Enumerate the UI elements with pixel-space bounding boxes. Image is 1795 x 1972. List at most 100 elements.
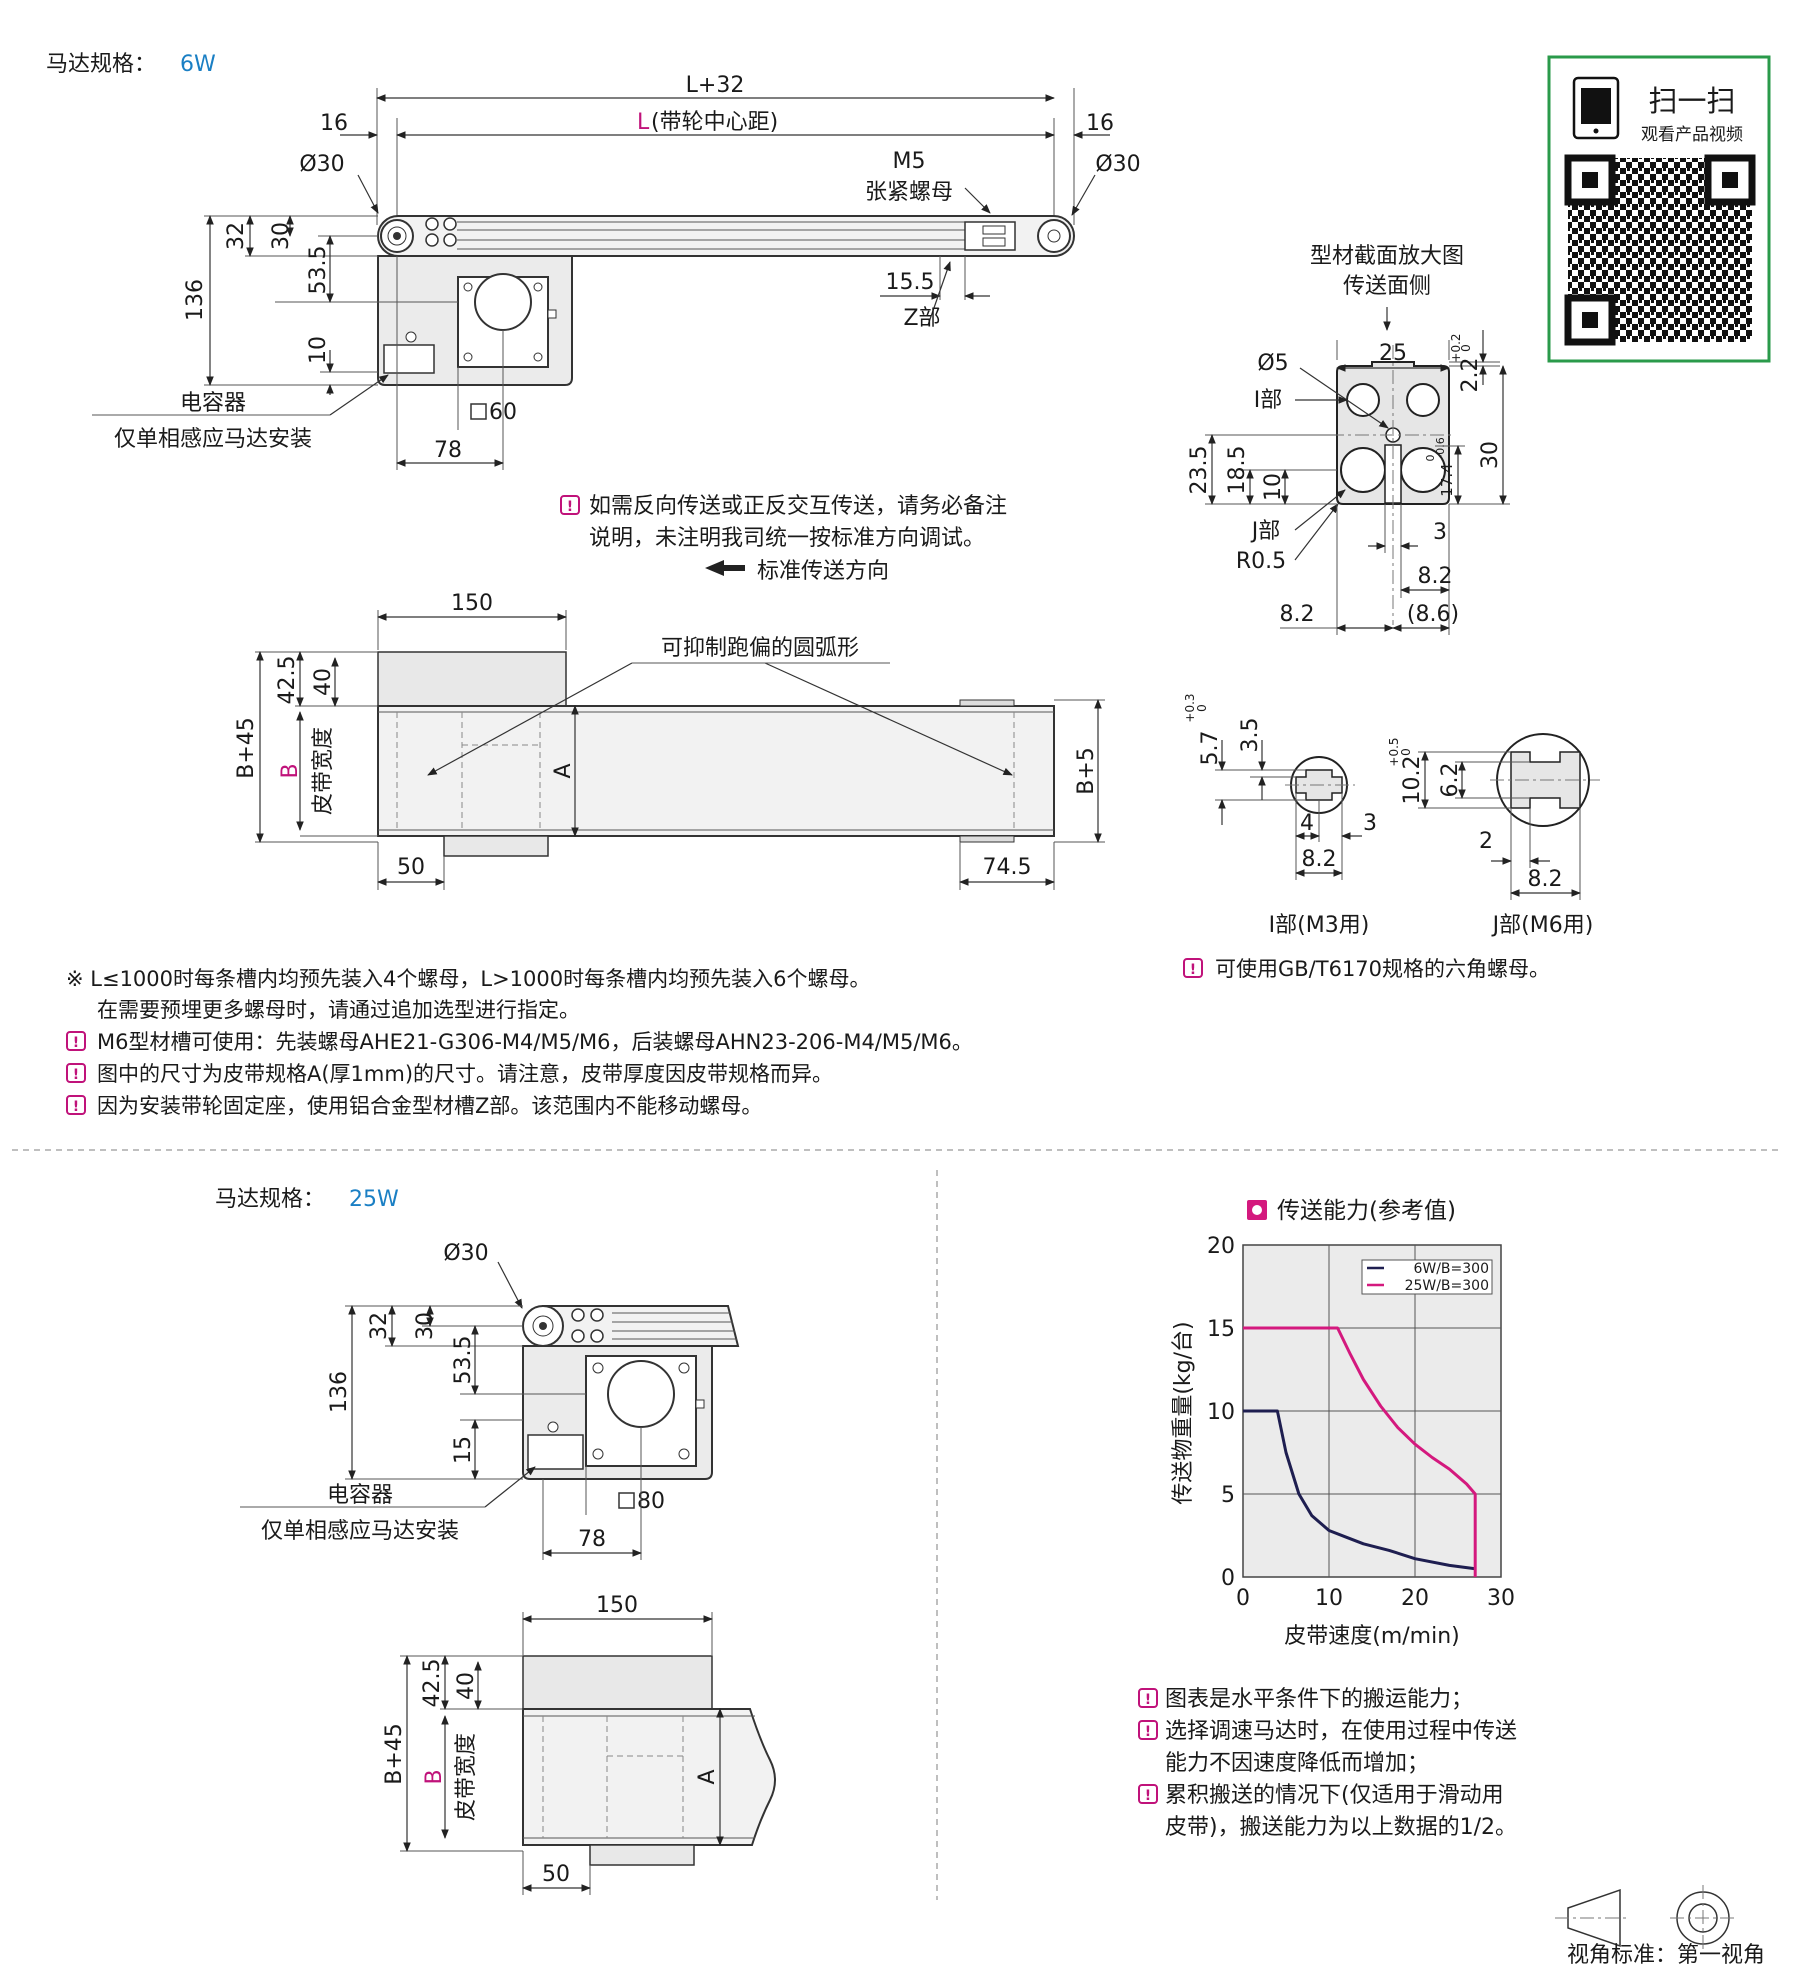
belt-width-6w: 皮带宽度 [311, 727, 336, 815]
legend-25w: 25W/B=300 [1405, 1278, 1489, 1294]
dim-74-5: 74.5 [983, 855, 1032, 880]
side-view-25w: Ø30 [240, 1241, 740, 1560]
j-slot [1340, 447, 1386, 493]
dim-30-25w: 30 [413, 1312, 438, 1340]
profile-note: 可使用GB/T6170规格的六角螺母。 [1215, 957, 1550, 981]
dia-30-right: Ø30 [1095, 152, 1140, 177]
dim-l-letter: L [637, 110, 650, 135]
j-dim-2: 2 [1479, 829, 1493, 854]
dim-30-6w: 30 [269, 222, 294, 250]
tension-nut-size: M5 [893, 149, 926, 174]
y-tick-label: 0 [1221, 1566, 1235, 1591]
dim-150-6w: 150 [451, 591, 493, 616]
note-4: 因为安装带轮固定座，使用铝合金型材槽Z部。该范围内不能移动螺母。 [97, 1094, 762, 1118]
top-view-25w: 150 B+45 42.5 40 B 皮带宽度 A [382, 1593, 776, 1895]
dim-42-5-25w: 42.5 [420, 1659, 445, 1708]
notes-6w: ※ L≤1000时每条槽内均预先装入4个螺母，L>1000时每条槽内均预先装入6… [66, 967, 973, 1118]
motor-square-60: 60 [489, 400, 517, 425]
note-1-line2: 在需要预埋更多螺母时，请通过追加选型进行指定。 [97, 998, 580, 1022]
square-symbol-80 [618, 1492, 635, 1509]
j-dim-10-2-sub: 0 [1399, 748, 1413, 756]
capacitor-note-25w: 仅单相感应马达安装 [261, 1519, 459, 1544]
i-dim-5-7-sup: +0.3 [1183, 693, 1197, 722]
y-tick-label: 15 [1207, 1317, 1235, 1342]
direction-note: ! 如需反向传送或正反交互传送，请务必备注 说明，未注明我司统一按标准方向调试。… [560, 494, 1007, 584]
cap-note-2-line1: 选择调速马达时，在使用过程中传送 [1165, 1719, 1517, 1744]
x-tick-label: 10 [1315, 1586, 1343, 1611]
top-view-6w: 150 可抑制跑偏的圆弧形 B+45 42.5 [234, 591, 1105, 890]
dim-53-5-25w: 53.5 [451, 1336, 476, 1385]
tension-nut-name: 张紧螺母 [865, 180, 953, 205]
dim-53-5-6w: 53.5 [306, 246, 331, 295]
dim-78-25w: 78 [578, 1527, 606, 1552]
motor-label-6w: 马达规格： [46, 52, 156, 77]
dia-30-25w: Ø30 [443, 1241, 488, 1266]
y-tick-label: 10 [1207, 1400, 1235, 1425]
belt-width-25w: 皮带宽度 [454, 1733, 479, 1821]
j-dim-8-2: 8.2 [1528, 867, 1563, 892]
motor-box-top [377, 651, 567, 707]
svg-text:!: ! [73, 1067, 79, 1083]
square-symbol-60 [470, 403, 487, 420]
note-2: M6型材槽可使用：先装螺母AHE21-G306-M4/M5/M6，后装螺母AHN… [97, 1030, 973, 1054]
qr-subtitle: 观看产品视频 [1641, 125, 1743, 145]
i-dim-3-5: 3.5 [1238, 718, 1263, 753]
dim-b-6w: B [278, 763, 303, 778]
conveyor-body-top [377, 705, 1055, 837]
grid [1243, 1245, 1501, 1577]
dia-30-left: Ø30 [299, 152, 344, 177]
i-dim-5-7-sub: 0 [1195, 704, 1209, 712]
dim-32-25w: 32 [367, 1312, 392, 1340]
z-part-label: Z部 [903, 306, 940, 331]
cap-note-1: 图表是水平条件下的搬运能力； [1165, 1687, 1473, 1712]
note-3: 图中的尺寸为皮带规格A(厚1mm)的尺寸。请注意，皮带厚度因皮带规格而异。 [97, 1062, 833, 1086]
svg-text:!: ! [1190, 962, 1196, 978]
note-1-line1: ※ L≤1000时每条槽内均预先装入4个螺母，L>1000时每条槽内均预先装入6… [66, 967, 870, 991]
qr-box: 扫一扫 观看产品视频 [1547, 55, 1771, 363]
motor-value-6w: 6W [180, 52, 216, 77]
capacity-header: 传送能力(参考值) [1277, 1198, 1456, 1224]
j-dim-10-2: 10.2 [1400, 756, 1425, 805]
svg-text:!: ! [73, 1099, 79, 1115]
cap-note-3-line1: 累积搬送的情况下(仅适用于滑动用 [1165, 1783, 1504, 1808]
dim-l-center-label: (带轮中心距) [651, 110, 778, 135]
standard-direction-label: 标准传送方向 [757, 559, 889, 584]
profile-dim-17-4: 17.4 [1438, 463, 1456, 496]
qr-title: 扫一扫 [1648, 84, 1735, 118]
left-arrow-icon [705, 560, 745, 576]
motor-label-25w: 马达规格： [215, 1187, 325, 1212]
view-standard-label: 视角标准：第一视角 [1567, 1943, 1765, 1968]
i-dim-4: 4 [1300, 811, 1314, 836]
dim-10-6w: 10 [306, 336, 331, 364]
dim-16-right: 16 [1086, 111, 1114, 136]
profile-i-part: I部 [1254, 388, 1283, 413]
capacitor-label-6w: 电容器 [180, 391, 246, 416]
warn-icon [66, 1063, 86, 1083]
x-tick-label: 0 [1236, 1586, 1250, 1611]
first-angle-circles-icon [1670, 1885, 1736, 1951]
profile-j-part: J部 [1250, 519, 1281, 544]
legend-6w: 6W/B=300 [1413, 1261, 1489, 1277]
profile-section: 型材截面放大图 传送面侧 25 Ø5 I部 2.2 +0.2 0 30 17 [1183, 244, 1600, 981]
x-axis-label: 皮带速度(m/min) [1284, 1624, 1460, 1649]
profile-dim-23-5: 23.5 [1187, 446, 1212, 495]
profile-dim-8-6: (8.6) [1407, 602, 1459, 627]
dim-136-6w: 136 [183, 279, 208, 321]
dim-b5-6w: B+5 [1074, 747, 1099, 795]
section-6w: 马达规格： 6W L+32 L (带轮中心距) 16 16 Ø30 Ø30 [46, 52, 1141, 1118]
dim-a-6w: A [551, 763, 576, 778]
profile-dim-2-2-sup: +0.2 [1449, 333, 1463, 362]
profile-dia5: Ø5 [1257, 351, 1288, 376]
motor-square-80: 80 [637, 1489, 665, 1514]
i-dim-5-7: 5.7 [1198, 731, 1223, 766]
warn-icon [66, 1095, 86, 1115]
j-dim-10-2-sup: +0.5 [1387, 737, 1401, 766]
i-dim-8-2: 8.2 [1302, 847, 1337, 872]
profile-dim-17-4-sub: -0.6 [1434, 437, 1447, 458]
dim-150-25w: 150 [596, 1593, 638, 1618]
motor-box-top-25w [522, 1655, 713, 1710]
dim-16-left: 16 [320, 111, 348, 136]
